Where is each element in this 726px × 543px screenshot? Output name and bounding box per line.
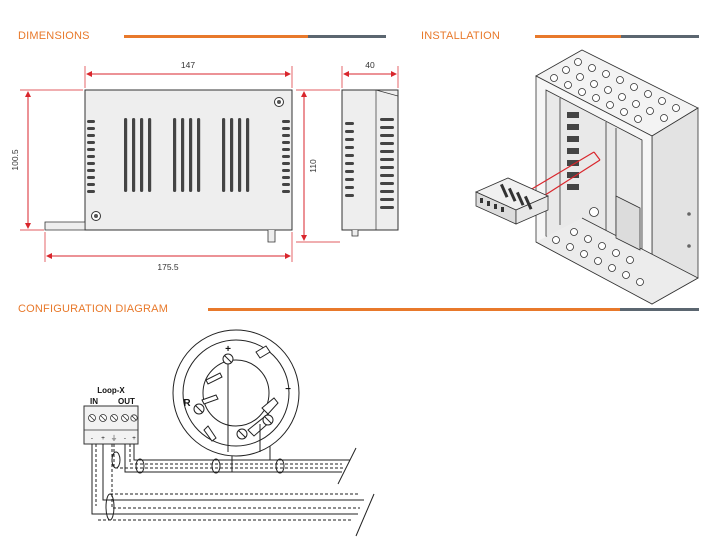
loop-x-label: Loop-X [97,386,125,395]
loop-wiring [91,434,375,537]
module-side-view [341,89,399,237]
out-label: OUT [118,397,135,406]
installation-module [475,177,549,225]
in-label: IN [90,397,98,406]
plus-terminal-label: + [225,344,231,355]
terminal-3-label: ⏚ [111,434,118,442]
terminal-4-label: - [124,435,126,442]
dimension-lines-side [296,66,399,243]
loop-x-terminal-block [83,405,139,445]
height-right-label: 110 [308,159,318,173]
depth-label: 40 [365,60,375,70]
terminal-5-label: + [132,435,136,442]
terminal-2-label: + [101,435,105,442]
terminal-1-label: - [91,435,93,442]
r-terminal-label: R [183,398,191,409]
dimension-lines-front [20,66,293,262]
minus-terminal-label: − [285,384,291,395]
dimensions-rule [124,35,386,38]
module-front-view [44,89,293,243]
height-left-label: 100.5 [10,149,20,171]
installation-heading: INSTALLATION [421,30,501,42]
dimensions-heading: DIMENSIONS [18,30,90,42]
installation-cabinet [535,49,699,305]
configuration-heading: CONFIGURATION DIAGRAM [18,303,169,315]
detector-base [172,329,300,457]
width-bottom-label: 175.5 [157,262,179,272]
width-top-label: 147 [181,60,195,70]
installation-rule [535,35,699,38]
configuration-rule [208,308,699,311]
